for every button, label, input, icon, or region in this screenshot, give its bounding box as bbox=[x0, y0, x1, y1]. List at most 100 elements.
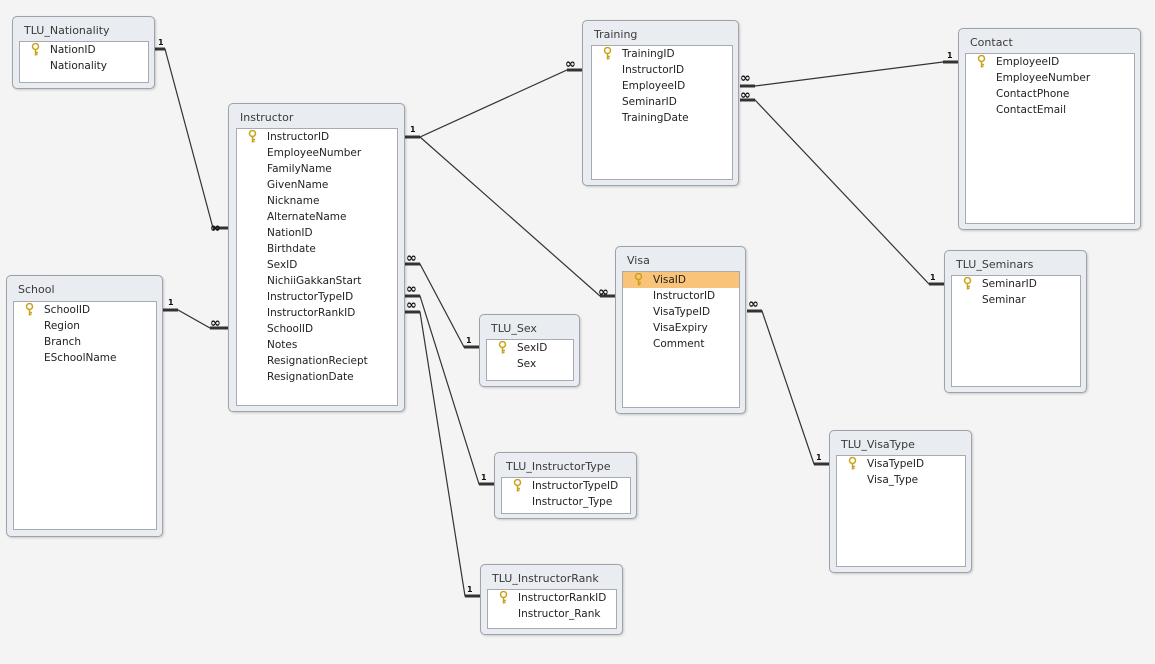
field-row[interactable]: Birthdate bbox=[237, 241, 397, 257]
primary-key-icon bbox=[498, 341, 507, 354]
field-row[interactable]: Visa_Type bbox=[837, 472, 965, 488]
field-row[interactable]: FamilyName bbox=[237, 161, 397, 177]
field-name: ContactEmail bbox=[996, 104, 1066, 116]
field-row[interactable]: ResignationDate bbox=[237, 369, 397, 385]
field-row[interactable]: Seminar bbox=[952, 292, 1080, 308]
field-row[interactable]: ESchoolName bbox=[14, 350, 156, 366]
field-row[interactable]: EmployeeNumber bbox=[237, 145, 397, 161]
field-row[interactable]: SeminarID bbox=[952, 276, 1080, 292]
field-list[interactable]: SeminarID Seminar bbox=[951, 275, 1081, 387]
field-row[interactable]: Region bbox=[14, 318, 156, 334]
field-row[interactable]: SexID bbox=[487, 340, 573, 356]
primary-key-icon bbox=[963, 277, 972, 290]
cardinality-many-label: ∞ bbox=[748, 297, 759, 312]
field-row[interactable]: TrainingID bbox=[592, 46, 732, 62]
table-title[interactable]: TLU_Seminars bbox=[956, 258, 1034, 271]
field-row[interactable]: InstructorTypeID bbox=[502, 478, 630, 494]
relationship-line[interactable] bbox=[740, 61, 958, 87]
field-row[interactable]: SchoolID bbox=[14, 302, 156, 318]
table-title[interactable]: Contact bbox=[970, 36, 1013, 49]
field-row[interactable]: SchoolID bbox=[237, 321, 397, 337]
field-name: SeminarID bbox=[982, 278, 1037, 290]
field-row[interactable]: InstructorID bbox=[237, 129, 397, 145]
field-row[interactable]: NichiiGakkanStart bbox=[237, 273, 397, 289]
field-row[interactable]: EmployeeNumber bbox=[966, 70, 1134, 86]
relationship-line[interactable] bbox=[405, 69, 582, 138]
field-row[interactable]: SeminarID bbox=[592, 94, 732, 110]
field-row[interactable]: ContactPhone bbox=[966, 86, 1134, 102]
field-row[interactable]: InstructorTypeID bbox=[237, 289, 397, 305]
field-row[interactable]: InstructorRankID bbox=[488, 590, 616, 606]
field-row[interactable]: InstructorID bbox=[623, 288, 739, 304]
table-title[interactable]: TLU_InstructorRank bbox=[492, 572, 599, 585]
primary-key-icon bbox=[634, 273, 643, 286]
table-title[interactable]: TLU_InstructorType bbox=[506, 460, 611, 473]
relationship-line[interactable] bbox=[405, 263, 479, 348]
field-name: SeminarID bbox=[622, 96, 677, 108]
field-row[interactable]: Notes bbox=[237, 337, 397, 353]
field-row[interactable]: VisaExpiry bbox=[623, 320, 739, 336]
field-row[interactable]: VisaTypeID bbox=[623, 304, 739, 320]
field-name: TrainingDate bbox=[622, 112, 689, 124]
field-row[interactable]: Instructor_Rank bbox=[488, 606, 616, 622]
field-row[interactable]: ContactEmail bbox=[966, 102, 1134, 118]
field-row[interactable]: VisaTypeID bbox=[837, 456, 965, 472]
field-row[interactable]: VisaID bbox=[623, 272, 739, 288]
cardinality-one-label: 1 bbox=[816, 453, 822, 462]
relationship-line[interactable] bbox=[405, 311, 480, 597]
field-row[interactable]: Sex bbox=[487, 356, 573, 372]
field-row[interactable]: AlternateName bbox=[237, 209, 397, 225]
field-row[interactable]: Nationality bbox=[20, 58, 148, 74]
field-row[interactable]: ResignationReciept bbox=[237, 353, 397, 369]
field-row[interactable]: InstructorRankID bbox=[237, 305, 397, 321]
field-row[interactable]: Branch bbox=[14, 334, 156, 350]
relationship-line[interactable] bbox=[153, 48, 228, 229]
table-title[interactable]: School bbox=[18, 283, 55, 296]
table-title[interactable]: TLU_Nationality bbox=[24, 24, 110, 37]
table-title[interactable]: Training bbox=[594, 28, 638, 41]
field-row[interactable]: EmployeeID bbox=[592, 78, 732, 94]
table-title[interactable]: Instructor bbox=[240, 111, 294, 124]
field-row[interactable]: GivenName bbox=[237, 177, 397, 193]
field-row[interactable]: Instructor_Type bbox=[502, 494, 630, 510]
field-row[interactable]: TrainingDate bbox=[592, 110, 732, 126]
field-row[interactable]: SexID bbox=[237, 257, 397, 273]
field-row[interactable]: Nickname bbox=[237, 193, 397, 209]
field-row[interactable]: Comment bbox=[623, 336, 739, 352]
table-title[interactable]: TLU_VisaType bbox=[841, 438, 915, 451]
cardinality-many-label: ∞ bbox=[406, 282, 417, 297]
relationship-line[interactable] bbox=[740, 99, 944, 285]
field-name: FamilyName bbox=[267, 163, 332, 175]
field-row[interactable]: InstructorID bbox=[592, 62, 732, 78]
table-title[interactable]: TLU_Sex bbox=[491, 322, 537, 335]
field-row[interactable]: NationID bbox=[20, 42, 148, 58]
field-row[interactable]: EmployeeID bbox=[966, 54, 1134, 70]
table-title[interactable]: Visa bbox=[627, 254, 650, 267]
primary-key-icon bbox=[603, 47, 612, 60]
field-row[interactable]: NationID bbox=[237, 225, 397, 241]
relationship-line[interactable] bbox=[747, 310, 829, 465]
relationship-line[interactable] bbox=[163, 309, 228, 329]
